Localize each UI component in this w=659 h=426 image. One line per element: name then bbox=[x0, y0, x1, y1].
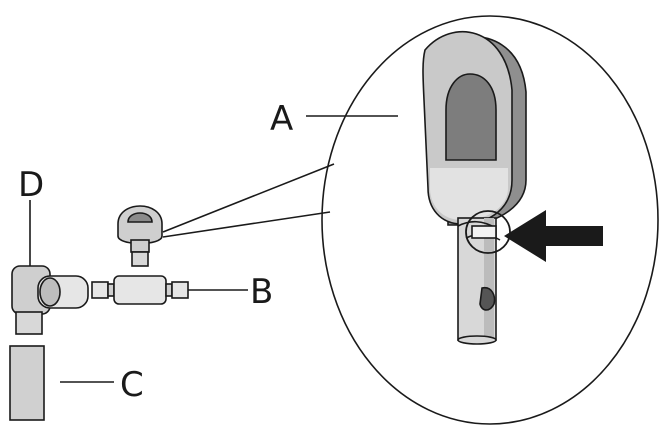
part-d-elbow bbox=[11, 265, 89, 335]
label-d: D bbox=[18, 165, 44, 205]
small-cap bbox=[117, 205, 163, 267]
pointer-arrow bbox=[504, 210, 603, 262]
part-c-tube bbox=[9, 345, 45, 421]
label-b: B bbox=[250, 272, 273, 312]
wire-loop bbox=[457, 210, 511, 254]
part-b-connector bbox=[91, 275, 189, 305]
enlarged-cap bbox=[422, 30, 527, 345]
label-a: A bbox=[270, 99, 293, 139]
leader-lines bbox=[29, 115, 398, 383]
label-c: C bbox=[120, 365, 144, 405]
zoom-lines bbox=[162, 163, 335, 238]
